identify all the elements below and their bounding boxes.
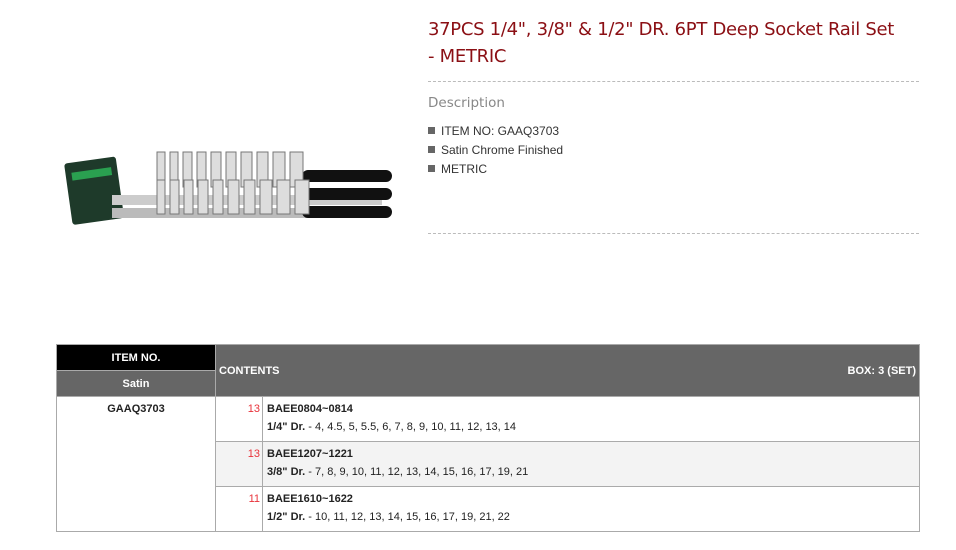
table-row: 13 BAEE1207~1221 3/8" Dr. - 7, 8, 9, 10, … xyxy=(57,441,920,487)
divider xyxy=(428,81,919,82)
contents-header: CONTENTS BOX: 3 (SET) xyxy=(215,344,920,397)
code: BAEE0804~0814 xyxy=(267,403,353,415)
item-no-header: ITEM NO. xyxy=(56,344,216,371)
box-label: BOX: 3 (SET) xyxy=(847,364,916,377)
sizes: - 7, 8, 9, 10, 11, 12, 13, 14, 15, 16, 1… xyxy=(305,466,529,478)
contents-cell: BAEE1610~1622 1/2" Dr. - 10, 11, 12, 13, … xyxy=(262,486,920,532)
contents-label: CONTENTS xyxy=(219,364,280,377)
product-title: 37PCS 1/4", 3/8" & 1/2" DR. 6PT Deep Soc… xyxy=(428,19,895,67)
table-row: GAAQ3703 13 BAEE0804~0814 1/4" Dr. - 4, 4… xyxy=(56,396,920,532)
item-no: GAAQ3703 xyxy=(56,396,216,532)
feature-item: Satin Chrome Finished xyxy=(428,141,563,160)
feature-item: ITEM NO: GAAQ3703 xyxy=(428,122,563,141)
drive: 3/8" Dr. xyxy=(267,466,306,478)
table-row: 11 BAEE1610~1622 1/2" Dr. - 10, 11, 12, 1… xyxy=(57,486,920,532)
contents-table: ITEM NO. CONTENTS BOX: 3 (SET) Satin GAAQ… xyxy=(56,344,920,532)
drive: 1/4" Dr. xyxy=(267,421,306,433)
divider xyxy=(428,233,919,234)
count: 13 xyxy=(215,441,263,487)
count: 13 xyxy=(215,396,263,442)
drive: 1/2" Dr. xyxy=(267,511,306,523)
sizes: - 4, 4.5, 5, 5.5, 6, 7, 8, 9, 10, 11, 12… xyxy=(305,421,517,433)
feature-list: ITEM NO: GAAQ3703 Satin Chrome Finished … xyxy=(428,122,563,179)
finish-header: Satin xyxy=(56,370,216,397)
product-image xyxy=(64,151,392,225)
description-label: Description xyxy=(428,95,505,111)
sizes: - 10, 11, 12, 13, 14, 15, 16, 17, 19, 21… xyxy=(305,511,510,523)
code: BAEE1207~1221 xyxy=(267,448,353,460)
contents-cell: BAEE0804~0814 1/4" Dr. - 4, 4.5, 5, 5.5, … xyxy=(262,396,920,442)
feature-item: METRIC xyxy=(428,160,563,179)
contents-cell: BAEE1207~1221 3/8" Dr. - 7, 8, 9, 10, 11,… xyxy=(262,441,920,487)
code: BAEE1610~1622 xyxy=(267,493,353,505)
count: 11 xyxy=(215,486,263,532)
